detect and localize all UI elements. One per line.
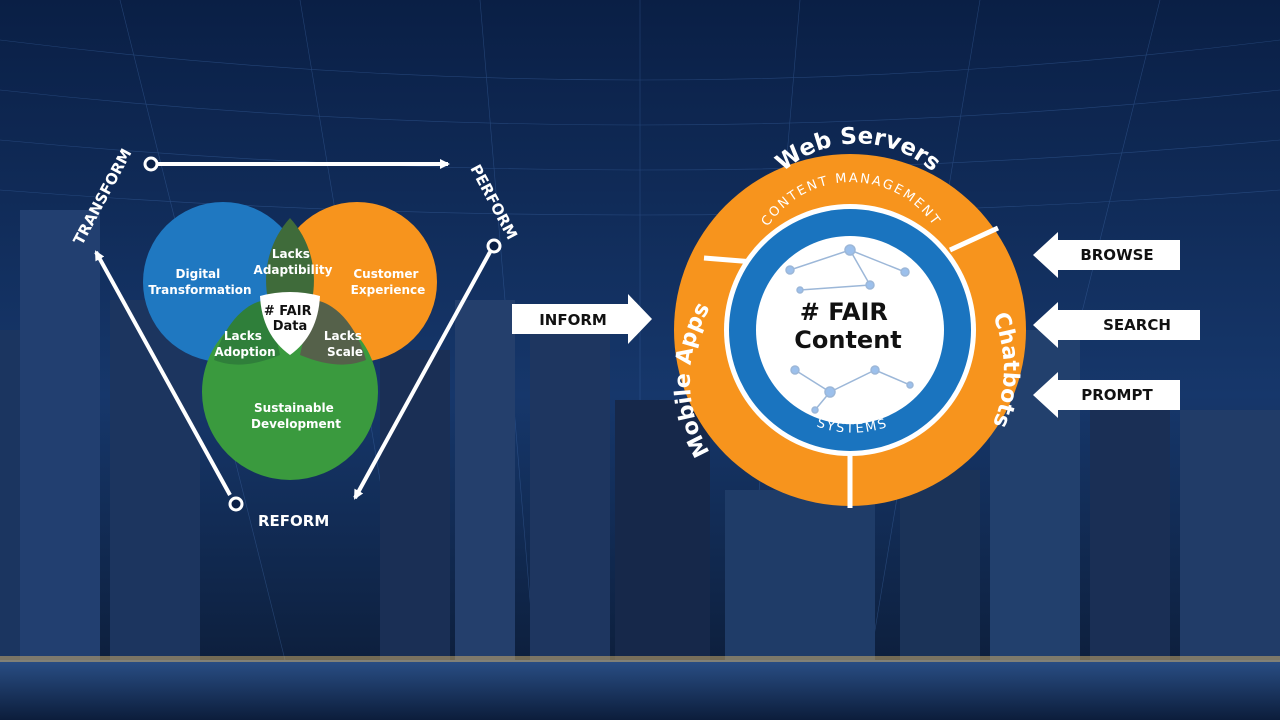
input-arrows: BROWSE SEARCH PROMPT xyxy=(1033,232,1200,418)
inform-label: INFORM xyxy=(539,311,607,329)
wheel-center-label: # FAIR Content xyxy=(794,298,902,354)
input-arrow-browse: BROWSE xyxy=(1033,232,1180,278)
cycle-node-perform xyxy=(486,238,502,254)
arrow-reform-to-transform xyxy=(94,250,232,496)
venn-scale-label: Lacks Scale xyxy=(324,329,366,359)
venn-adaptability-label: Lacks Adaptibility xyxy=(254,247,333,277)
venn-center-label: # FAIR Data xyxy=(264,304,316,334)
input-label-search: SEARCH xyxy=(1103,316,1171,334)
cycle-node-reform xyxy=(228,496,244,512)
cycle-arrows xyxy=(94,159,492,500)
wheel-label-cms-bottom: SYSTEMS xyxy=(815,416,890,437)
cycle-node-transform xyxy=(143,156,159,172)
venn-overlap-adaptability xyxy=(266,218,314,300)
venn-sustainable-label: Sustainable Development xyxy=(251,401,341,431)
input-arrow-prompt: PROMPT xyxy=(1033,372,1180,418)
input-label-browse: BROWSE xyxy=(1080,246,1153,264)
wheel-center xyxy=(756,236,944,424)
venn-digital-label: Digital Transformation xyxy=(148,267,251,297)
content-wheel: Web Servers Chatbots Mobile Apps CONTENT… xyxy=(671,123,1026,508)
venn-diagram: Digital Transformation Customer Experien… xyxy=(143,202,437,480)
input-arrow-search: SEARCH xyxy=(1033,302,1200,348)
venn-center xyxy=(260,292,320,355)
venn-customer-label: Customer Experience xyxy=(351,267,426,297)
cycle-label-reform: REFORM xyxy=(258,512,329,530)
network-graphic xyxy=(785,244,914,414)
inform-arrow: INFORM xyxy=(512,294,652,344)
input-label-prompt: PROMPT xyxy=(1081,386,1153,404)
background-city xyxy=(0,210,1280,720)
venn-adoption-label: Lacks Adoption xyxy=(214,329,275,359)
wheel-divider-right xyxy=(948,225,1000,253)
arrow-perform-to-reform xyxy=(353,251,492,500)
